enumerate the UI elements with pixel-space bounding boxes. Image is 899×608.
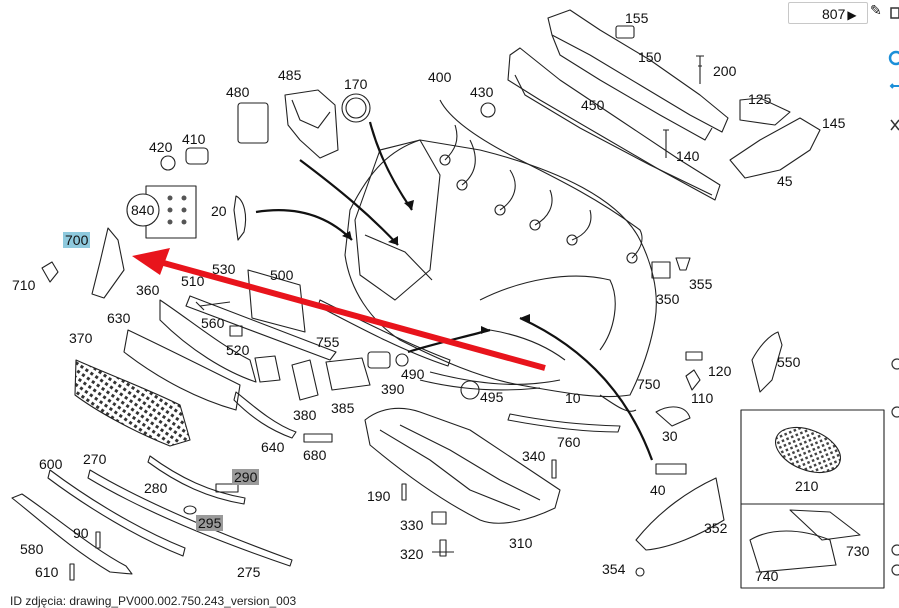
red-highlight-arrow: [132, 248, 546, 371]
part-label-510: 510: [181, 273, 205, 289]
reference-value: 807: [822, 6, 846, 22]
part-label-730: 730: [846, 543, 870, 559]
wiring-harness: [439, 99, 643, 259]
pointer-arrow-20: [255, 209, 353, 241]
info-icon[interactable]: [891, 406, 899, 418]
part-label-295: 295: [196, 515, 224, 531]
foglight-panel-740: [740, 503, 885, 589]
side-toolbar: [888, 7, 899, 576]
part-label-755: 755: [316, 334, 340, 350]
part-label-495: 495: [480, 389, 504, 405]
part-label-280: 280: [144, 480, 168, 496]
part-label-600: 600: [39, 456, 63, 472]
bumper-cover: [344, 139, 657, 398]
part-label-480: 480: [226, 84, 250, 100]
info-icon[interactable]: [891, 358, 899, 370]
part-label-110: 110: [691, 390, 714, 406]
part-label-150: 150: [638, 49, 662, 65]
part-label-640: 640: [261, 439, 285, 455]
emblem-170: [341, 93, 371, 123]
part-label-630: 630: [107, 310, 131, 326]
part-label-530: 530: [212, 261, 236, 277]
part-label-550: 550: [777, 354, 801, 370]
part-label-520: 520: [226, 342, 250, 358]
part-label-450: 450: [581, 97, 605, 113]
copy-icon[interactable]: [890, 7, 899, 19]
part-label-370: 370: [69, 330, 93, 346]
part-label-740: 740: [755, 568, 779, 584]
bracket-485: [284, 89, 339, 159]
part-label-420: 420: [149, 139, 173, 155]
part-label-760: 760: [557, 434, 581, 450]
info-icon[interactable]: [891, 564, 899, 576]
part-label-385: 385: [331, 400, 355, 416]
part-label-430: 430: [470, 84, 494, 100]
refresh-icon[interactable]: [888, 50, 899, 66]
part-label-145: 145: [822, 115, 846, 131]
part-label-560: 560: [201, 315, 225, 331]
part-label-352: 352: [704, 520, 728, 536]
part-label-20: 20: [211, 203, 227, 219]
undertray-310: [364, 407, 561, 524]
part-label-170: 170: [344, 76, 368, 92]
part-label-155: 155: [625, 10, 649, 26]
part-label-840: 840: [131, 202, 155, 218]
part-label-210: 210: [795, 478, 819, 494]
part-label-410: 410: [182, 131, 206, 147]
part-label-310: 310: [509, 535, 533, 551]
part-label-30: 30: [662, 428, 678, 444]
edit-icon[interactable]: ✎: [870, 2, 882, 18]
reference-arrow-icon: ▶: [847, 8, 857, 22]
part-label-485: 485: [278, 67, 302, 83]
part-label-680: 680: [303, 447, 327, 463]
part-label-360: 360: [136, 282, 160, 298]
trim-700: [91, 227, 125, 299]
part-label-45: 45: [777, 173, 793, 189]
plate-bracket-500: [247, 269, 306, 333]
part-label-350: 350: [656, 291, 680, 307]
part-label-354: 354: [602, 561, 626, 577]
part-label-400: 400: [428, 69, 452, 85]
part-label-290: 290: [232, 469, 260, 485]
part-label-40: 40: [650, 482, 666, 498]
pointer-arrow-485: [299, 159, 399, 246]
part-label-500: 500: [270, 267, 294, 283]
part-label-330: 330: [400, 517, 424, 533]
info-icon[interactable]: [891, 544, 899, 556]
part-label-750: 750: [637, 376, 661, 392]
part-label-355: 355: [689, 276, 713, 292]
part-label-610: 610: [35, 564, 59, 580]
part-label-140: 140: [676, 148, 700, 164]
part-label-340: 340: [522, 448, 546, 464]
part-label-275: 275: [237, 564, 261, 580]
part-label-710: 710: [12, 277, 36, 293]
part-label-270: 270: [83, 451, 107, 467]
part-label-90: 90: [73, 525, 89, 541]
part-label-190: 190: [367, 488, 391, 504]
undo-icon[interactable]: [889, 83, 899, 89]
support-beam-part: [547, 9, 729, 133]
part-label-320: 320: [400, 546, 424, 562]
part-label-125: 125: [748, 91, 772, 107]
pointer-arrow-40: [519, 316, 654, 461]
pointer-arrow-170: [368, 121, 413, 211]
reference-box[interactable]: 807▶: [788, 2, 868, 24]
delete-icon[interactable]: [890, 119, 899, 131]
part-label-380: 380: [293, 407, 317, 423]
part-label-580: 580: [20, 541, 44, 557]
part-label-120: 120: [708, 363, 732, 379]
part-label-490: 490: [401, 366, 425, 382]
part-label-10: 10: [565, 390, 581, 406]
image-caption: ID zdjęcia: drawing_PV000.002.750.243_ve…: [10, 594, 297, 608]
grille-370: [74, 359, 191, 447]
part-label-700: 700: [63, 232, 91, 248]
part-label-200: 200: [713, 63, 737, 79]
part-label-390: 390: [381, 381, 405, 397]
